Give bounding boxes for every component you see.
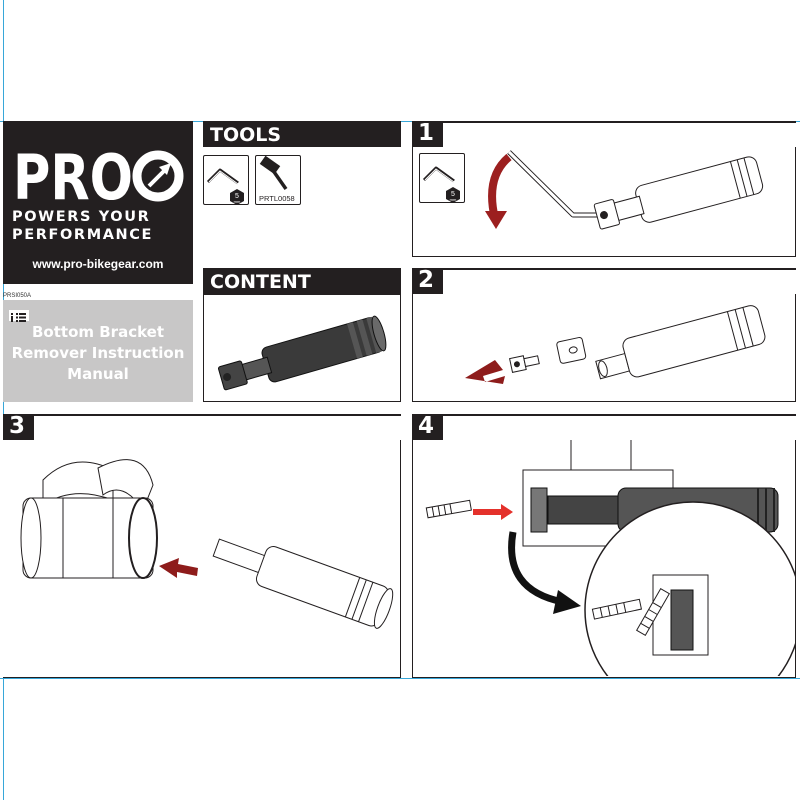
hammer-tool-box: PRTL0058 xyxy=(255,155,301,205)
manual-title-line-2: Remover Instruction xyxy=(11,344,185,362)
manual-title-box: Bottom Bracket Remover Instruction Manua… xyxy=(3,300,193,402)
document-number: PRSI050A xyxy=(3,293,32,299)
svg-text:mm: mm xyxy=(234,199,241,204)
svg-text:PRO: PRO xyxy=(13,143,133,203)
brand-block: PRO POWERS YOUR PERFORMANCE www.pro-bike… xyxy=(3,121,193,284)
manual-title-line-3: Manual xyxy=(67,365,129,383)
step-3-bar xyxy=(34,414,401,416)
step-2-bar xyxy=(443,268,796,270)
step-2-illustration xyxy=(465,305,766,384)
step-4-heading: 4 xyxy=(412,414,443,440)
step-1-hex-key-box: 5 mm xyxy=(419,153,465,203)
svg-text:5: 5 xyxy=(451,191,455,198)
step-4-bar xyxy=(443,414,796,416)
step-1-illustration xyxy=(485,150,764,230)
tools-heading-label: TOOLS xyxy=(210,124,282,146)
hammer-icon xyxy=(259,155,288,191)
content-panel xyxy=(203,294,401,402)
pro-logo: PRO xyxy=(13,143,184,203)
step-3-heading: 3 xyxy=(3,414,34,440)
info-icon xyxy=(9,310,29,322)
step-2-panel xyxy=(412,294,796,402)
website-link[interactable]: www.pro-bikegear.com xyxy=(32,257,164,271)
guide-line-bottom xyxy=(0,678,800,679)
slogan-line-1: POWERS YOUR xyxy=(12,209,151,225)
svg-text:mm: mm xyxy=(450,197,457,202)
hex-key-tool-box: 5 mm xyxy=(203,155,249,205)
step-1-heading: 1 xyxy=(412,121,443,147)
manual-title: Bottom Bracket Remover Instruction Manua… xyxy=(3,322,193,385)
hex-key-icon: 5 mm xyxy=(206,168,244,205)
manual-title-line-1: Bottom Bracket xyxy=(32,323,164,341)
content-heading: CONTENT xyxy=(203,268,401,294)
bb-remover-tool-illustration xyxy=(217,315,387,391)
hex-key-icon: 5 mm xyxy=(422,166,460,203)
tool-code-label: PRTL0058 xyxy=(259,194,295,203)
step-4-illustration xyxy=(425,424,800,719)
step-1-panel: 5 mm xyxy=(412,147,796,257)
slogan-line-2: PERFORMANCE xyxy=(12,227,154,243)
step-3-panel xyxy=(3,440,401,678)
step-3-illustration xyxy=(20,459,394,629)
step-4-panel xyxy=(412,424,800,719)
svg-text:5: 5 xyxy=(235,193,239,200)
step-1-bar xyxy=(443,121,796,123)
tools-heading: TOOLS xyxy=(203,121,401,147)
step-2-heading: 2 xyxy=(412,268,443,294)
content-heading-label: CONTENT xyxy=(210,271,311,293)
